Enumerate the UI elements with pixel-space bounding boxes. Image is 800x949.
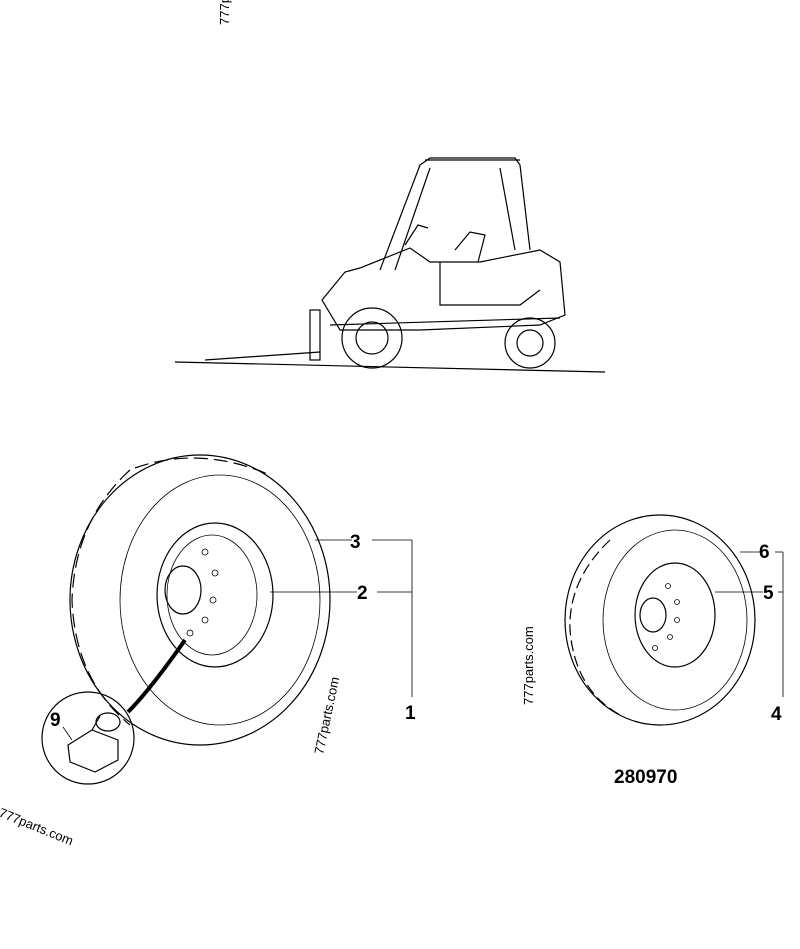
watermark: 777parts.com xyxy=(0,805,76,848)
callout-5: 5 xyxy=(763,583,774,604)
forklift-illustration xyxy=(174,157,606,373)
callout-2: 2 xyxy=(357,583,368,604)
watermark: 777parts.com xyxy=(311,675,342,755)
callout-3: 3 xyxy=(350,532,361,553)
large-wheel-illustration xyxy=(69,454,331,746)
nut-inset xyxy=(41,691,135,785)
callout-6: 6 xyxy=(759,542,770,563)
callout-1: 1 xyxy=(405,703,416,724)
small-wheel-illustration xyxy=(564,514,756,726)
drawing-number: 280970 xyxy=(614,767,677,788)
callout-4: 4 xyxy=(771,704,782,725)
callout-9: 9 xyxy=(50,710,61,731)
watermark: 777parts.com xyxy=(217,0,232,25)
watermark: 777parts.com xyxy=(521,626,536,705)
callout-leaders xyxy=(62,539,784,741)
